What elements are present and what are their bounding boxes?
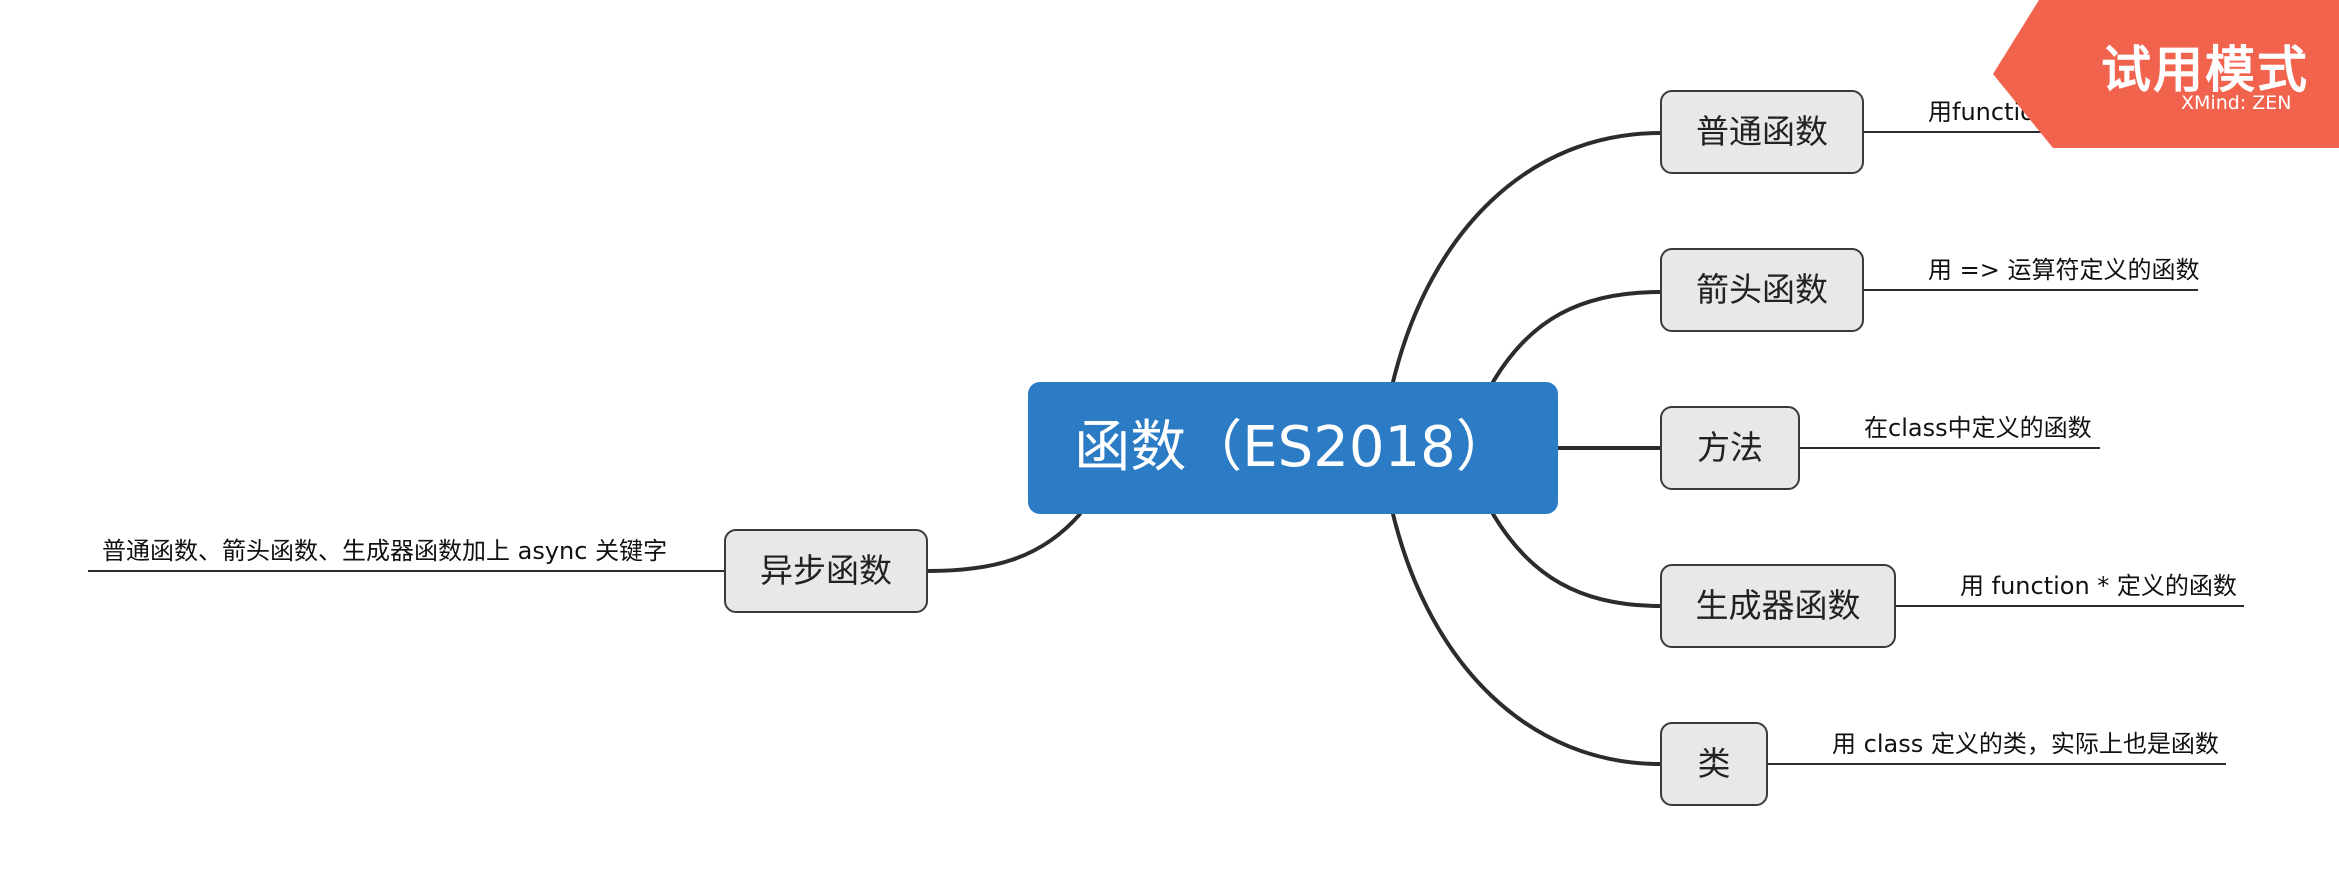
root-topic[interactable]: 函数（ES2018） xyxy=(1028,382,1558,514)
trial-mode-badge: 试用模式 XMind: ZEN xyxy=(1993,0,2339,148)
topic-arrow-function[interactable]: 箭头函数 xyxy=(1660,248,1864,332)
note-class[interactable]: 用 class 定义的类，实际上也是函数 xyxy=(1832,730,2219,758)
note-generator-function[interactable]: 用 function * 定义的函数 xyxy=(1960,572,2237,600)
topic-generator-function[interactable]: 生成器函数 xyxy=(1660,564,1896,648)
note-async-function[interactable]: 普通函数、箭头函数、生成器函数加上 async 关键字 xyxy=(102,537,668,565)
connector-generator-function xyxy=(1491,512,1662,608)
note-method[interactable]: 在class中定义的函数 xyxy=(1864,414,2092,442)
connector-async-function xyxy=(926,512,1082,573)
connector-normal-function xyxy=(1391,131,1662,384)
note-arrow-function[interactable]: 用 => 运算符定义的函数 xyxy=(1928,256,2200,284)
topic-class[interactable]: 类 xyxy=(1660,722,1768,806)
topic-normal-function[interactable]: 普通函数 xyxy=(1660,90,1864,174)
topic-method[interactable]: 方法 xyxy=(1660,406,1800,490)
xmind-brand: XMind: ZEN xyxy=(2181,92,2292,114)
connector-class xyxy=(1391,512,1662,766)
topic-async-function[interactable]: 异步函数 xyxy=(724,529,928,613)
connector-arrow-function xyxy=(1491,290,1662,384)
trial-mode-title: 试用模式 xyxy=(2101,41,2309,99)
trial-badge-shape xyxy=(1993,0,2339,148)
